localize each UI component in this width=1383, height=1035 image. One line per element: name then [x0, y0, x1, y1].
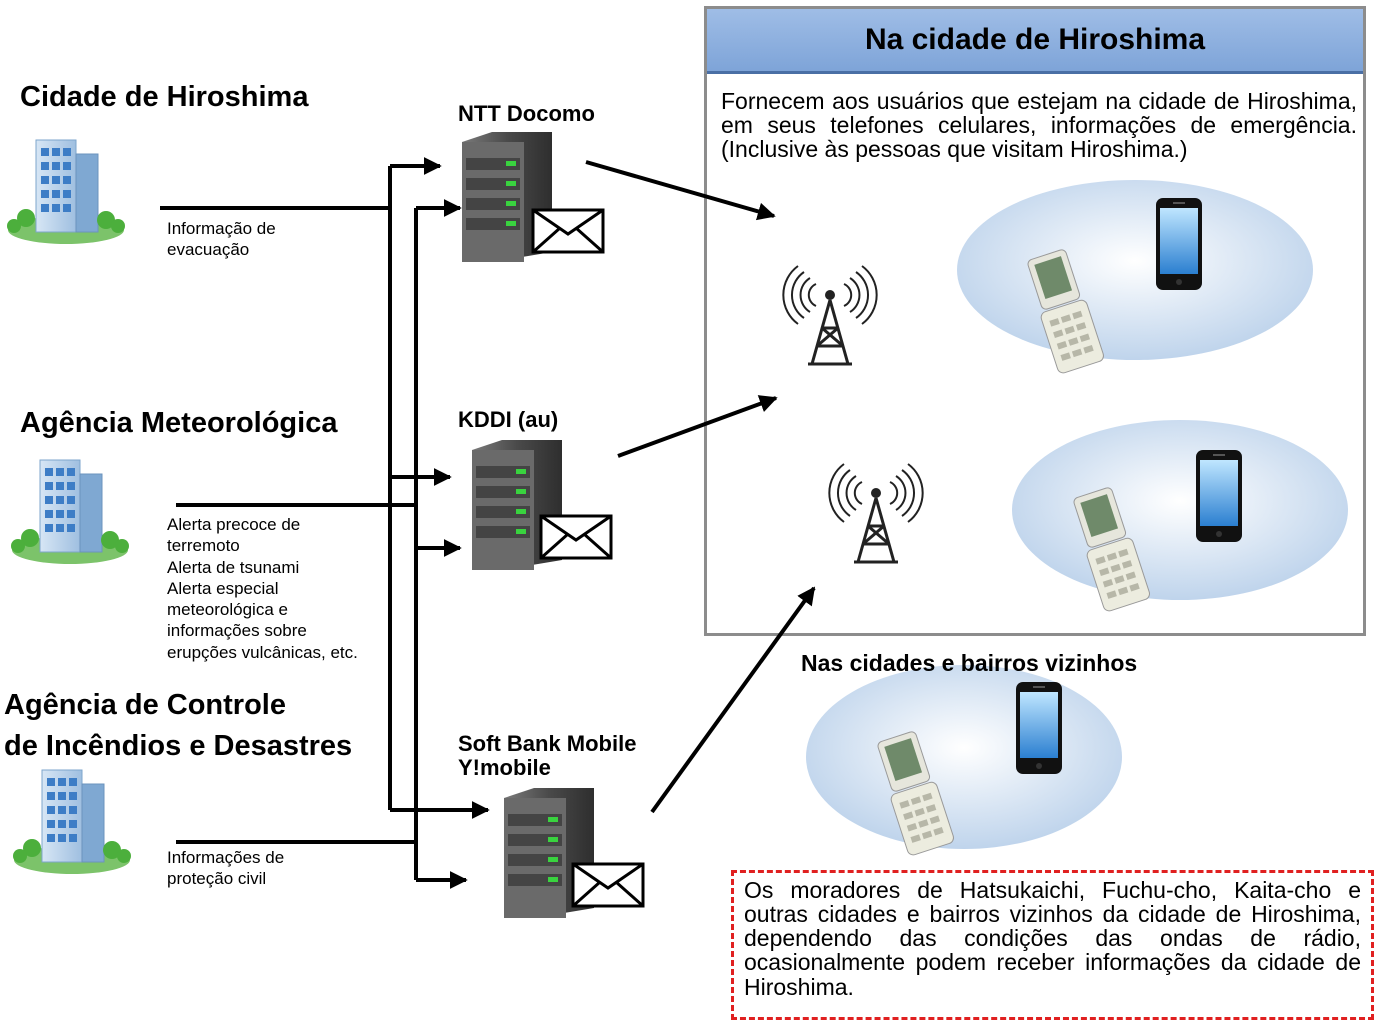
region-title: Na cidade de Hiroshima [707, 9, 1363, 74]
docomo-envelope-icon [531, 208, 605, 254]
operator-softbank-label: Soft Bank Mobile Y!mobile [458, 731, 637, 781]
arrow-softbank-to-tower [650, 586, 816, 814]
flow-arrows [160, 157, 816, 889]
source-meteo-name: Agência Meteorológica [20, 407, 338, 439]
meteo-info-line: Alerta precoce de terremoto [167, 515, 301, 556]
meteo-info-line: Alerta de tsunami [167, 557, 300, 577]
source-meteo-info: Alerta precoce de terremoto Alerta de ts… [167, 514, 372, 663]
smartphone-icon [1156, 198, 1202, 290]
softbank-envelope-icon [571, 862, 645, 908]
smartphone-icon [1196, 450, 1242, 542]
operator-kddi-label: KDDI (au) [458, 407, 559, 432]
coverage-area-2 [1012, 420, 1348, 600]
region-description: Fornecem aos usuários que estejam na cid… [721, 88, 1357, 163]
arrow-kddi-to-tower [617, 395, 778, 458]
radio-tower-icon [827, 462, 925, 564]
radio-tower-icon [781, 264, 879, 366]
coverage-area-neighbors [806, 665, 1122, 849]
city-building-icon [6, 139, 126, 245]
smartphone-icon [1016, 682, 1062, 774]
coverage-area-1 [957, 180, 1313, 360]
neighbors-note: Os moradores de Hatsukaichi, Fuchu-cho, … [731, 870, 1374, 1020]
source-fire-name-line2: de Incêndios e Desastres [4, 730, 353, 762]
meteo-info-line: Alerta especial meteorológica e informaç… [167, 578, 358, 662]
kddi-envelope-icon [539, 514, 613, 560]
arrow-docomo-to-tower [585, 160, 776, 221]
source-city-info: Informação de evacuação [167, 219, 276, 260]
source-fire-name-line1: Agência de Controle [4, 689, 286, 721]
meteo-building-icon [10, 459, 130, 565]
operator-docomo-label: NTT Docomo [458, 101, 595, 126]
fire-building-icon [12, 769, 132, 875]
neighbors-title: Nas cidades e bairros vizinhos [801, 650, 1138, 676]
source-fire-info: Informações de proteção civil [167, 848, 285, 889]
source-city-name: Cidade de Hiroshima [20, 81, 309, 113]
